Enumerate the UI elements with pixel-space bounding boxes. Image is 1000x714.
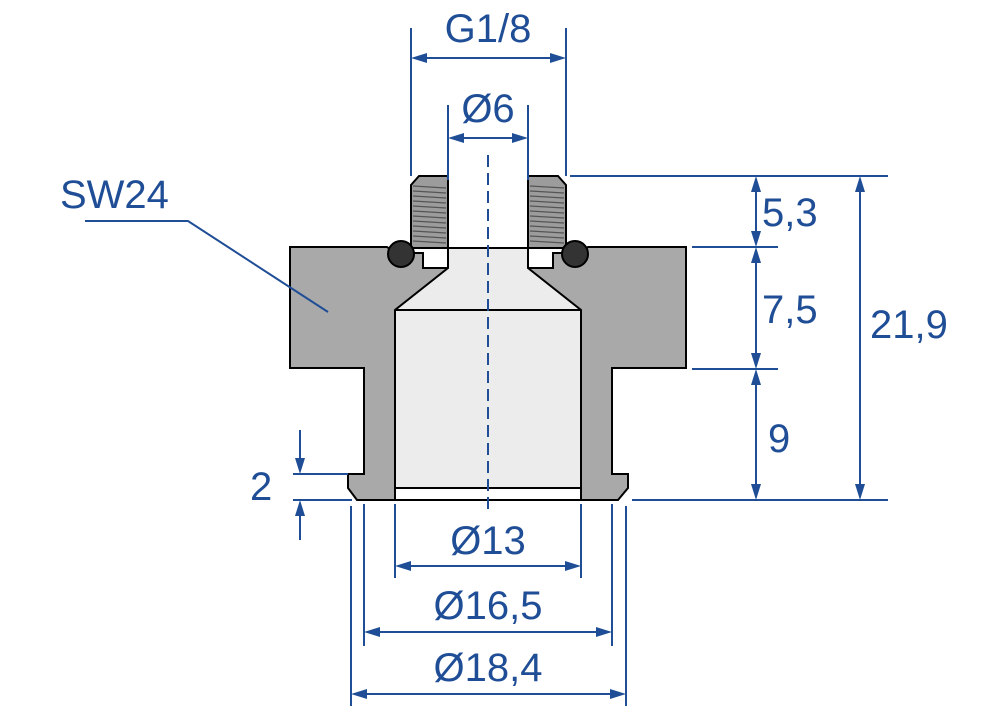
thread-hatch-line [412, 220, 447, 224]
thread-hatch-line [529, 240, 565, 244]
label-d2: Ø16,5 [434, 584, 543, 628]
label-d1: Ø13 [450, 519, 526, 563]
thread-hatch-line [529, 235, 565, 239]
label-d3: Ø18,4 [434, 646, 543, 690]
label-collar: 2 [250, 465, 272, 509]
thread-hatch-line [529, 200, 565, 204]
oring-left [387, 240, 415, 268]
dimension-bore-top: Ø6 [447, 87, 529, 180]
dimension-diameters: Ø13 Ø16,5 Ø18,4 [350, 504, 627, 706]
label-wrench-size: SW24 [60, 173, 169, 217]
dimension-heights: 5,3 7,5 9 21,9 [570, 175, 948, 501]
thread-hatch-line [412, 195, 447, 199]
thread-hatching [412, 185, 565, 244]
thread-hatch-line [412, 235, 447, 239]
leader-wrench-size: SW24 [60, 173, 329, 313]
thread-hatch-line [529, 205, 565, 209]
thread-hatch-line [412, 205, 447, 209]
oring-right [561, 240, 589, 268]
label-h3: 9 [768, 417, 790, 461]
thread-hatch-line [412, 185, 447, 189]
dimension-collar: 2 [250, 430, 352, 540]
thread-hatch-line [412, 200, 447, 204]
thread-hatch-line [529, 230, 565, 234]
thread-hatch-line [529, 215, 565, 219]
thread-hatch-line [412, 215, 447, 219]
thread-hatch-line [412, 190, 447, 194]
thread-hatch-line [529, 190, 565, 194]
thread-hatch-line [529, 210, 565, 214]
label-total-height: 21,9 [870, 303, 948, 347]
label-h2: 7,5 [762, 288, 818, 332]
thread-hatch-line [529, 195, 565, 199]
thread-hatch-line [529, 185, 565, 189]
thread-hatch-line [529, 220, 565, 224]
dimension-thread: G1/8 [410, 7, 567, 176]
thread-hatch-line [412, 230, 447, 234]
label-thread: G1/8 [445, 7, 532, 51]
label-h1: 5,3 [762, 191, 818, 235]
thread-hatch-line [412, 240, 447, 244]
thread-hatch-line [412, 210, 447, 214]
thread-hatch-line [412, 225, 447, 229]
thread-hatch-line [529, 225, 565, 229]
label-bore-top: Ø6 [461, 87, 514, 131]
